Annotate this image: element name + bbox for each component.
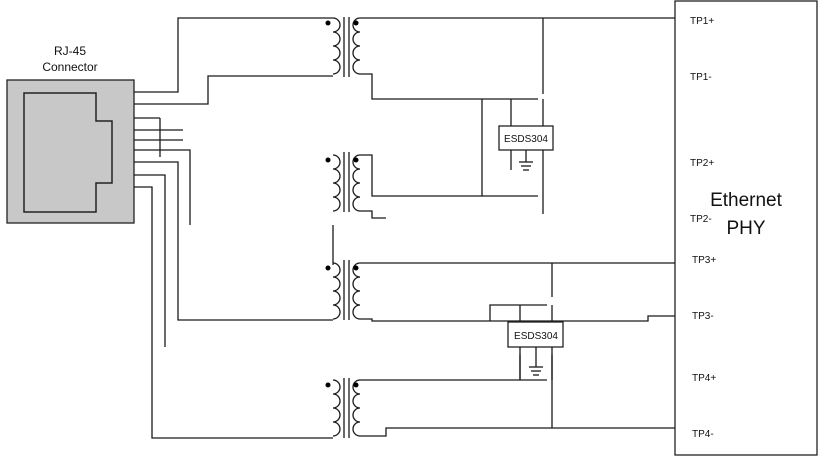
- connector-body: [6, 79, 135, 224]
- transformers: [325, 17, 361, 438]
- esd-device-2-label: ESDS304: [514, 331, 558, 342]
- transformer-2: [325, 152, 361, 212]
- connector-socket-outline: [23, 92, 113, 213]
- wire-pair4-b: [134, 186, 333, 439]
- connector-side-wires: [134, 17, 334, 439]
- esd-device-1-label: ESDS304: [504, 134, 548, 145]
- esd-device-1: ESDS304: [498, 125, 554, 171]
- ethernet-phy: Ethernet PHY: [674, 0, 818, 456]
- pin-label-tp3-plus: TP3+: [692, 255, 716, 266]
- esd-device-2: ESDS304: [507, 321, 564, 380]
- wire-tp3-minus: [360, 315, 675, 322]
- transformer-3: [325, 260, 361, 320]
- wire-pair4-a: [134, 174, 166, 347]
- phy-title-line1: Ethernet: [710, 190, 783, 211]
- wire-tp1-minus: [360, 73, 538, 100]
- rj45-connector: RJ-45 Connector: [6, 44, 135, 224]
- connector-title-line1: RJ-45: [54, 44, 86, 58]
- esd-device-1-body: [498, 125, 554, 151]
- pin-label-tp4-minus: TP4-: [692, 429, 714, 440]
- pin-label-tp2-plus: TP2+: [690, 158, 714, 169]
- phy-pin-labels: TP1+ TP1- TP2+ TP2- TP3+ TP3- TP4+ TP4-: [690, 16, 716, 440]
- pin-label-tp2-minus: TP2-: [690, 214, 712, 225]
- pin-label-tp4-plus: TP4+: [692, 373, 716, 384]
- wire-tp4-minus: [360, 427, 675, 437]
- pin-label-tp3-minus: TP3-: [692, 311, 714, 322]
- wire-pair3-a: [134, 149, 191, 225]
- pin-label-tp1-plus: TP1+: [690, 16, 714, 27]
- phy-body: [674, 0, 818, 456]
- transformer-1: [325, 17, 361, 77]
- wire-pair3-b: [134, 161, 333, 321]
- wire-pair1-a: [134, 17, 333, 93]
- wire-pair1-b: [134, 75, 333, 105]
- wire-tp3-loop: [489, 304, 547, 321]
- connector-title-line2: Connector: [42, 60, 97, 74]
- transformer-4: [325, 378, 361, 438]
- pin-label-tp1-minus: TP1-: [690, 72, 712, 83]
- wire-tp2-minus: [360, 210, 386, 219]
- phy-side-wires: [360, 17, 675, 437]
- phy-title-line2: PHY: [726, 218, 765, 239]
- wire-tp2-feed: [360, 99, 483, 197]
